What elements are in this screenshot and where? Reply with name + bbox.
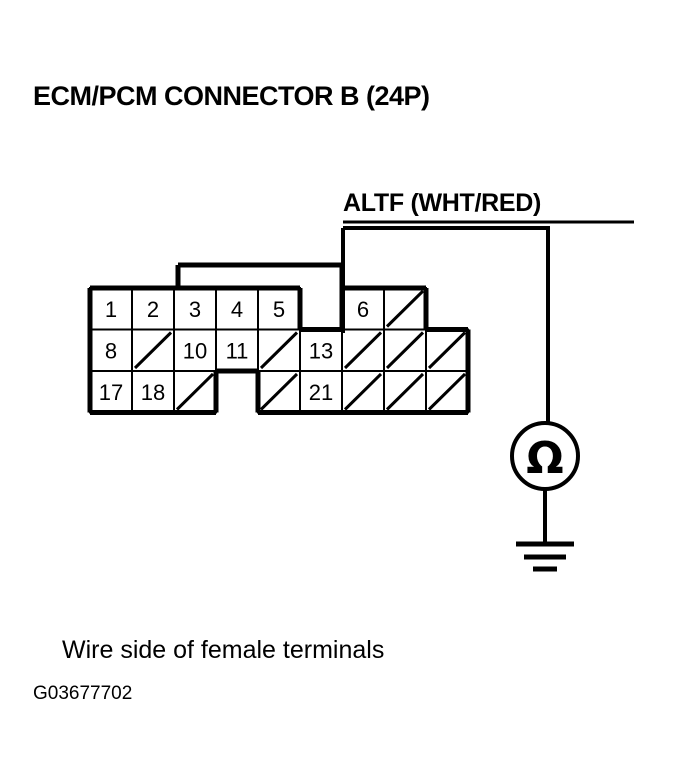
pin-number-6: 6: [357, 297, 369, 322]
unused-pin-slash-icon: [259, 372, 299, 411]
unused-pin-slash-icon: [427, 331, 467, 370]
wire-label: ALTF (WHT/RED): [343, 189, 541, 217]
pin-number-11: 11: [226, 338, 249, 363]
figure-code: G03677702: [33, 683, 132, 704]
pin-number-5: 5: [273, 297, 285, 322]
pin-number-17: 17: [99, 380, 123, 405]
pin-number-3: 3: [189, 297, 201, 322]
unused-pin-slash-icon: [175, 372, 215, 411]
pin-number-1: 1: [105, 297, 117, 322]
pin-cell-1: [89, 287, 133, 331]
pin-number-8: 8: [105, 338, 117, 363]
pin-number-2: 2: [147, 297, 159, 322]
figure-caption: Wire side of female terminals: [62, 636, 384, 664]
ohmmeter-symbol: Ω: [510, 421, 580, 491]
connector-pin-grid: 1 2 3 4 5 6 8 10 11 13 17 18 21: [87, 285, 471, 415]
unused-pin-slash-icon: [427, 372, 467, 411]
pin-number-4: 4: [231, 297, 243, 322]
unused-pin-slash-icon: [259, 331, 299, 370]
unused-pin-slash-icon: [343, 331, 383, 370]
pin-cell-10: [173, 328, 217, 372]
ground-symbol: [516, 489, 574, 572]
pin-cell-18: [131, 370, 175, 414]
pin-number-13: 13: [309, 338, 333, 363]
pin-number-21: 21: [309, 380, 333, 405]
unused-pin-slash-icon: [385, 372, 425, 411]
unused-pin-slash-icon: [385, 289, 425, 328]
wire-lead-to-meter: [343, 226, 550, 423]
unused-pin-slash-icon: [385, 331, 425, 370]
pin-number-10: 10: [183, 338, 207, 363]
unused-pin-slash-icon: [343, 372, 383, 411]
page-title: ECM/PCM CONNECTOR B (24P): [33, 81, 430, 111]
ohm-symbol-icon: Ω: [526, 433, 563, 484]
unused-pin-slash-icon: [133, 331, 173, 370]
pin-number-18: 18: [141, 380, 165, 405]
